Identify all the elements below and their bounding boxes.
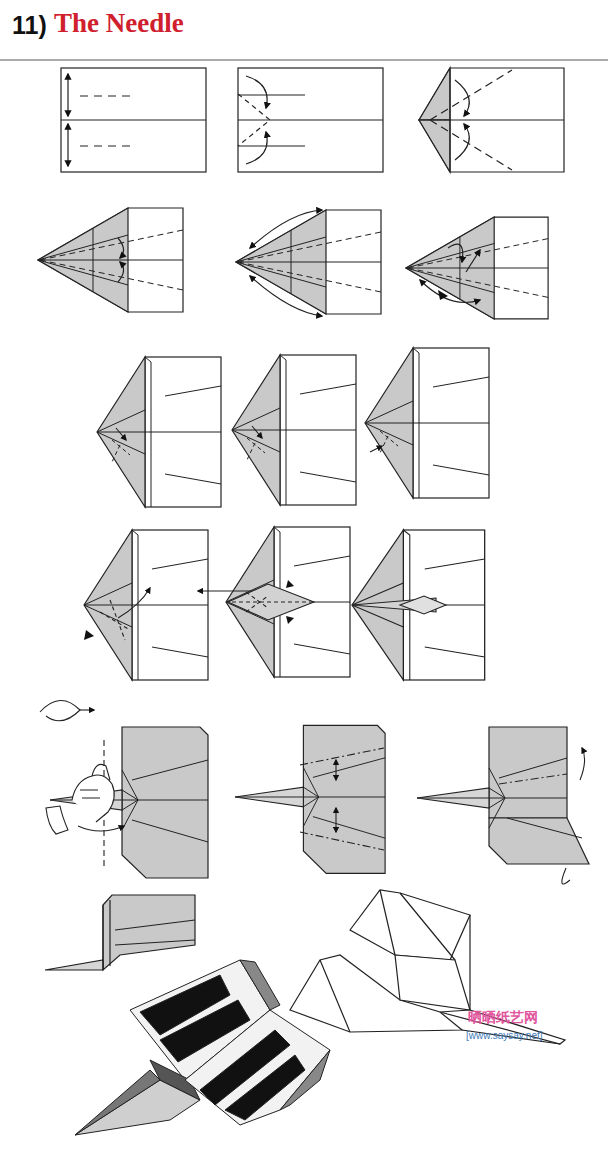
- watermark: 晒晒纸艺网: [468, 1010, 538, 1025]
- diagram-title: The Needle: [54, 9, 184, 39]
- step-number: 11): [12, 12, 47, 40]
- watermark-url: [www.saysay.net]: [466, 1030, 543, 1041]
